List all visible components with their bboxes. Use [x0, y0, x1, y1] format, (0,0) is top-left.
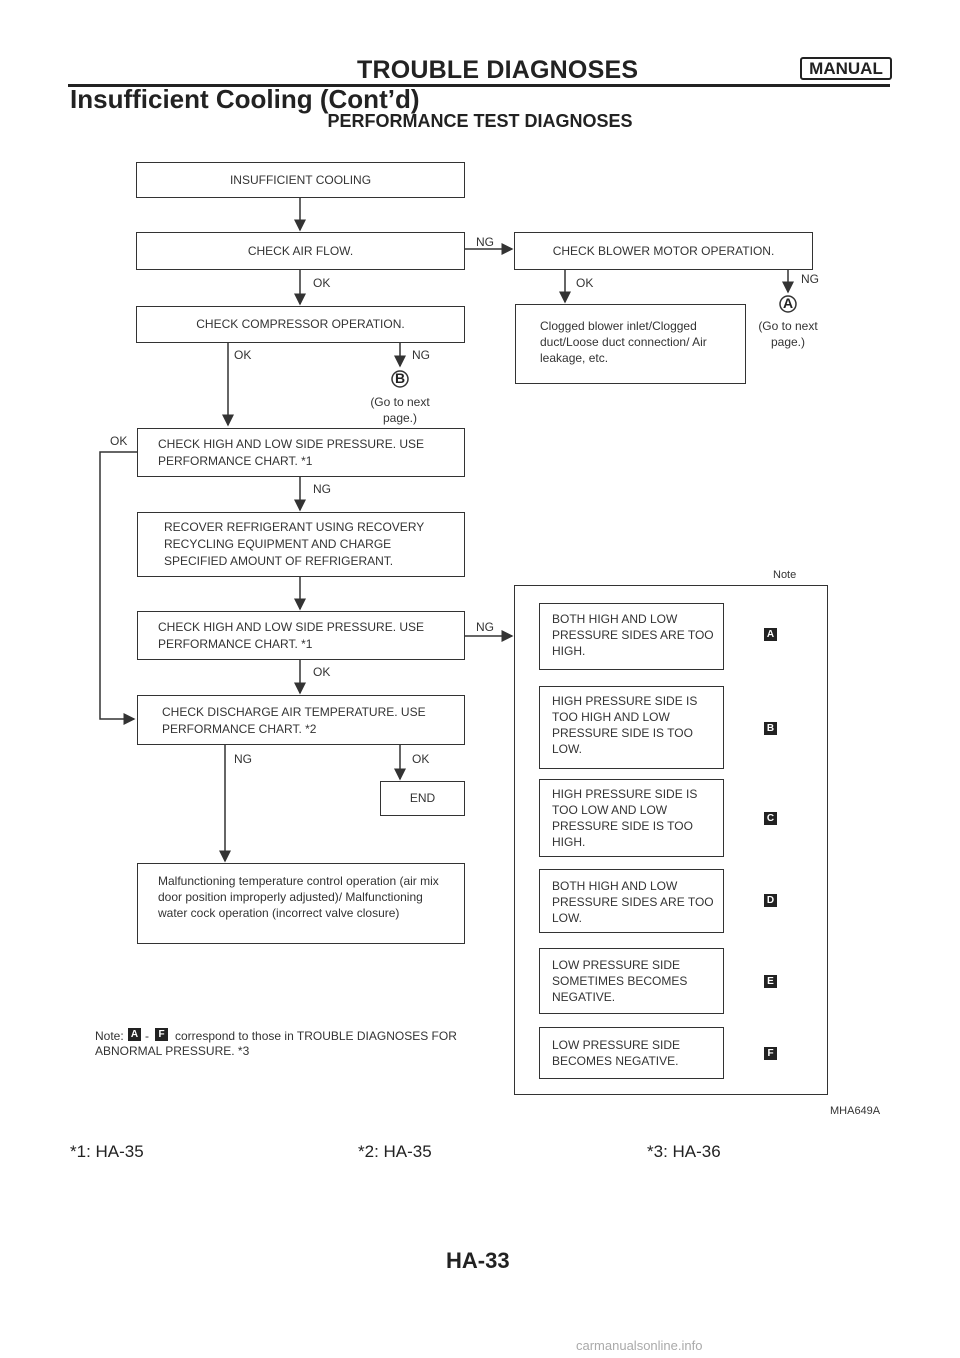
label-ng-compressor: NG [412, 348, 430, 362]
section-title: TROUBLE DIAGNOSES [357, 56, 639, 84]
step-check-air-flow: CHECK AIR FLOW. [136, 232, 465, 270]
goto-next-page-a: (Go to next page.) [758, 319, 818, 349]
step-insufficient-cooling: INSUFFICIENT COOLING [136, 162, 465, 198]
step-malfunction: Malfunctioning temperature control opera… [137, 863, 465, 944]
label-ok-compressor: OK [234, 348, 252, 362]
step-check-pressure-1: CHECK HIGH AND LOW SIDE PRESSURE. USE PE… [137, 428, 465, 477]
connector-a: A [783, 295, 794, 311]
step-check-blower: CHECK BLOWER MOTOR OPERATION. [514, 232, 813, 270]
ref-badge-b: B [764, 722, 777, 735]
label-ok-blower: OK [576, 276, 594, 290]
footnote-3: *3: HA-36 [647, 1142, 721, 1161]
figure-id: MHA649A [830, 1105, 881, 1117]
footnote-1: *1: HA-35 [70, 1142, 144, 1161]
step-recover: RECOVER REFRIGERANT USING RECOVERY RECYC… [137, 512, 465, 577]
ref-badge-c: C [764, 812, 777, 825]
label-ok-discharge: OK [412, 752, 430, 766]
connector-b: B [395, 370, 406, 386]
note-item-f: LOW PRESSURE SIDE BECOMES NEGATIVE. [539, 1027, 724, 1079]
label-ok-pressure-2: OK [313, 665, 331, 679]
ref-badge-a: A [764, 628, 777, 641]
manual-badge: MANUAL [800, 57, 892, 80]
note-item-a: BOTH HIGH AND LOW PRESSURE SIDES ARE TOO… [539, 603, 724, 670]
bottom-note-text: correspond to those in TROUBLE DIAGNOSES… [95, 1029, 457, 1058]
step-clogged: Clogged blower inlet/Clogged duct/Loose … [515, 304, 746, 384]
bottom-note-prefix: Note: [95, 1029, 124, 1043]
step-check-discharge: CHECK DISCHARGE AIR TEMPERATURE. USE PER… [137, 695, 465, 745]
label-ok-airflow: OK [313, 276, 331, 290]
note-item-b: HIGH PRESSURE SIDE IS TOO HIGH AND LOW P… [539, 686, 724, 769]
page-number: HA-33 [446, 1248, 510, 1273]
step-check-pressure-2: CHECK HIGH AND LOW SIDE PRESSURE. USE PE… [137, 611, 465, 660]
label-ok-pressure-1: OK [110, 434, 128, 448]
label-ng-pressure-1: NG [313, 482, 331, 496]
note-item-e: LOW PRESSURE SIDE SOMETIMES BECOMES NEGA… [539, 948, 724, 1014]
goto-next-page-b: (Go to next page.) [370, 395, 430, 425]
bottom-note-dash: - [145, 1029, 149, 1043]
page-subtitle: Insufficient Cooling (Cont’d) [70, 84, 420, 114]
watermark: carmanualsonline.info [576, 1338, 703, 1353]
footnote-2: *2: HA-35 [358, 1142, 432, 1161]
label-ng-blower: NG [801, 272, 819, 286]
label-ng-discharge: NG [234, 752, 252, 766]
step-end: END [380, 781, 465, 816]
ref-badge-f: F [764, 1047, 777, 1060]
bottom-note-badge-f: F [155, 1028, 168, 1041]
label-ng-airflow: NG [476, 235, 494, 249]
step-check-compressor: CHECK COMPRESSOR OPERATION. [136, 306, 465, 343]
diagram-heading: PERFORMANCE TEST DIAGNOSES [327, 111, 633, 131]
header-rule [68, 84, 890, 87]
note-item-c: HIGH PRESSURE SIDE IS TOO LOW AND LOW PR… [539, 779, 724, 857]
ref-badge-d: D [764, 894, 777, 907]
ref-badge-e: E [764, 975, 777, 988]
label-ng-pressure-2: NG [476, 620, 494, 634]
note-item-d: BOTH HIGH AND LOW PRESSURE SIDES ARE TOO… [539, 869, 724, 933]
bottom-note-badge-a: A [128, 1028, 141, 1041]
note-title: Note [773, 569, 797, 581]
